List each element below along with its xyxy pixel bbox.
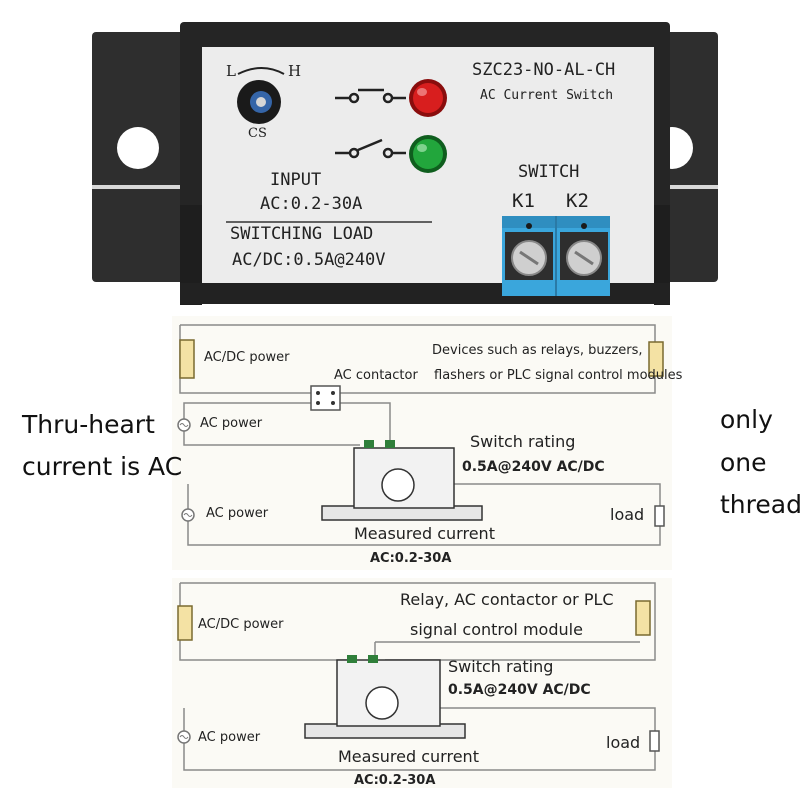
side-note-left-line2: current is AC [22, 452, 183, 481]
side-note-left-line1: Thru-heart [22, 410, 155, 439]
sensitivity-knob [237, 67, 285, 124]
terminal-k2-label: K2 [566, 190, 589, 212]
measured-current-label: Measured current [354, 524, 495, 543]
mounting-hole-left [117, 127, 159, 169]
red-led [409, 79, 447, 117]
terminal-block [502, 216, 610, 296]
input-range: AC:0.2-30A [260, 194, 363, 214]
measured-current-value: AC:0.2-30A [370, 551, 452, 566]
measured-current-label: Measured current [338, 747, 479, 766]
knob-low-label: L [226, 62, 236, 80]
device-housing [92, 22, 718, 305]
ac-power-label: AC power [200, 416, 263, 431]
input-label: INPUT [270, 170, 322, 190]
ac-contactor-symbol [310, 385, 341, 411]
devices-label-line2: flashers or PLC signal control modules [434, 368, 683, 383]
switch-rating-label: Switch rating [448, 657, 554, 676]
dc-power-element [179, 339, 195, 379]
dc-power-label: AC/DC power [204, 350, 290, 365]
load-symbol [649, 730, 660, 752]
current-switch-symbol [304, 655, 466, 739]
terminal-k1-label: K1 [512, 190, 535, 212]
no-contact-symbol [335, 138, 406, 159]
wiring-diagram-1 [172, 316, 672, 570]
switch-rating-value: 0.5A@240V AC/DC [448, 682, 591, 698]
wiring-diagram-2 [172, 578, 672, 788]
knob-high-label: H [288, 62, 302, 80]
knob-label: CS [248, 126, 267, 141]
ac-contactor-label: AC contactor [334, 368, 418, 383]
relay-label-line2: signal control module [410, 620, 583, 639]
ac-power-label: AC power [206, 506, 269, 521]
ac-power-label: AC power [198, 730, 261, 745]
model-number: SZC23-NO-AL-CH [472, 60, 616, 80]
switch-rating-label: Switch rating [470, 432, 576, 451]
side-note-right-line2: one [720, 448, 767, 477]
load-label: load [610, 505, 645, 524]
switch-rating-value: 0.5A@240V AC/DC [462, 459, 605, 475]
load-label: load [606, 733, 641, 752]
devices-label-line1: Devices such as relays, buzzers, [432, 343, 643, 358]
device-subtitle: AC Current Switch [480, 88, 614, 103]
relay-label-line1: Relay, AC contactor or PLC [400, 590, 614, 609]
side-note-right-line1: only [720, 405, 773, 434]
relay-element [635, 600, 651, 636]
switch-label: SWITCH [518, 162, 580, 182]
device-element [648, 341, 664, 377]
current-switch-symbol [321, 440, 483, 521]
measured-current-value: AC:0.2-30A [354, 773, 436, 788]
side-note-right-line3: thread [720, 490, 800, 519]
green-led [409, 135, 447, 173]
nc-contact-symbol [335, 88, 406, 104]
switching-load-range: AC/DC:0.5A@240V [232, 250, 386, 270]
load-symbol [654, 505, 665, 527]
dc-power-element [177, 605, 193, 641]
dc-power-label: AC/DC power [198, 617, 284, 632]
switching-load-label: SWITCHING LOAD [230, 224, 374, 244]
